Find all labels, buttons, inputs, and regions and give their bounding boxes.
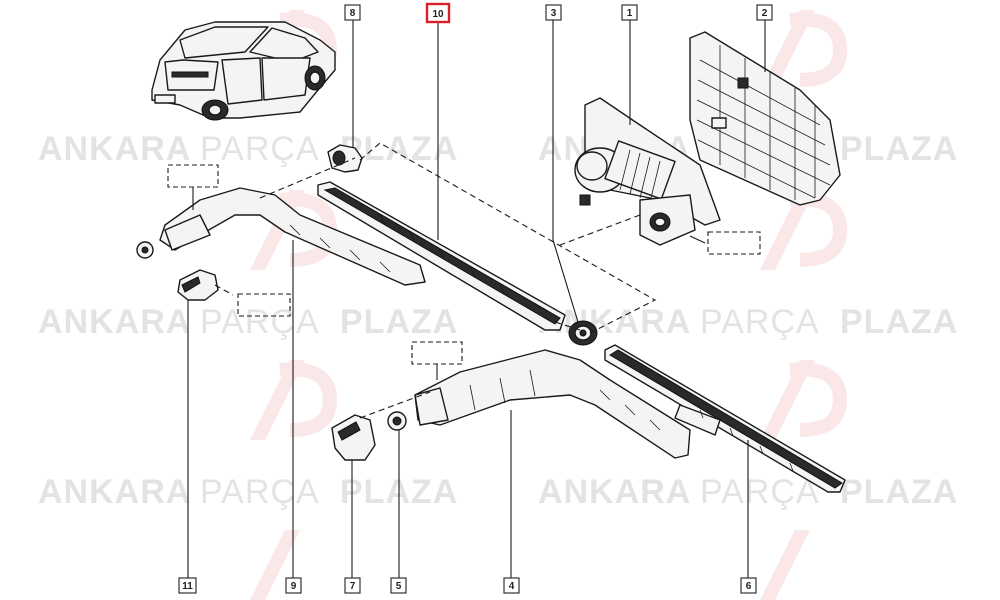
svg-text:1: 1 bbox=[627, 8, 633, 19]
reference-box bbox=[167, 164, 219, 188]
svg-text:ANKARA: ANKARA bbox=[38, 303, 191, 341]
watermark-logo bbox=[760, 10, 848, 90]
callout-11[interactable]: 11 bbox=[178, 577, 197, 594]
part-9-wiper-arm bbox=[159, 187, 426, 286]
svg-text:PLAZA: PLAZA bbox=[340, 303, 458, 341]
svg-text:2: 2 bbox=[762, 8, 768, 19]
callout-4[interactable]: 4 bbox=[503, 577, 520, 594]
svg-text:9: 9 bbox=[291, 581, 297, 592]
part-4-wiper-arm bbox=[414, 349, 691, 459]
svg-text:PARÇA: PARÇA bbox=[700, 303, 820, 341]
reference-leader bbox=[689, 235, 706, 244]
svg-text:11: 11 bbox=[182, 581, 193, 592]
svg-text:PARÇA: PARÇA bbox=[700, 473, 820, 511]
svg-text:ANKARA: ANKARA bbox=[538, 473, 691, 511]
callout-6[interactable]: 6 bbox=[740, 577, 757, 594]
part-2-trim-panel bbox=[689, 31, 841, 206]
watermark-logo bbox=[760, 530, 810, 600]
callout-9[interactable]: 9 bbox=[285, 577, 302, 594]
svg-text:PLAZA: PLAZA bbox=[840, 130, 958, 168]
svg-text:ANKARA: ANKARA bbox=[38, 130, 191, 168]
svg-text:3: 3 bbox=[551, 8, 557, 19]
watermark-logo bbox=[250, 360, 338, 440]
callout-5[interactable]: 5 bbox=[390, 577, 407, 594]
watermark-row: ANKARA PARÇA PLAZA ANKARA PARÇA PLAZA bbox=[38, 303, 958, 341]
part-10-wiper-blade bbox=[317, 181, 566, 331]
callout-2[interactable]: 2 bbox=[756, 4, 773, 21]
svg-text:6: 6 bbox=[746, 581, 752, 592]
reference-box bbox=[237, 293, 291, 317]
reference-box bbox=[707, 231, 761, 255]
svg-text:PLAZA: PLAZA bbox=[840, 303, 958, 341]
car-illustration bbox=[151, 21, 336, 121]
svg-text:8: 8 bbox=[350, 8, 356, 19]
svg-text:4: 4 bbox=[509, 581, 515, 592]
svg-text:5: 5 bbox=[396, 581, 402, 592]
svg-text:PARÇA: PARÇA bbox=[200, 473, 320, 511]
callout-7[interactable]: 7 bbox=[344, 577, 361, 594]
svg-text:ANKARA: ANKARA bbox=[38, 473, 191, 511]
callout-3[interactable]: 3 bbox=[545, 4, 562, 21]
svg-text:PARÇA: PARÇA bbox=[200, 130, 320, 168]
callout-1[interactable]: 1 bbox=[621, 4, 638, 21]
callout-leaders bbox=[187, 20, 766, 578]
reference-boxes bbox=[167, 164, 761, 380]
svg-text:PARÇA: PARÇA bbox=[200, 303, 320, 341]
svg-text:10: 10 bbox=[432, 9, 444, 20]
watermark-logo bbox=[760, 360, 848, 440]
watermark-logo bbox=[250, 530, 300, 600]
part-11-cap bbox=[177, 269, 219, 301]
reference-box bbox=[411, 341, 463, 365]
assembly-lines bbox=[214, 142, 657, 419]
watermark-row: ANKARA PARÇA PLAZA ANKARA PARÇA PLAZA bbox=[38, 473, 958, 511]
part-1-wiper-motor bbox=[574, 97, 721, 246]
part-6-wiper-blade bbox=[604, 344, 846, 493]
callout-8[interactable]: 8 bbox=[344, 4, 361, 21]
part-nut-upper bbox=[136, 241, 154, 259]
part-5-nut bbox=[387, 411, 407, 431]
part-7-cap bbox=[331, 414, 376, 461]
svg-text:7: 7 bbox=[350, 581, 356, 592]
callout-10[interactable]: 10 bbox=[425, 2, 451, 24]
part-3-grommet bbox=[568, 320, 598, 346]
svg-text:PLAZA: PLAZA bbox=[840, 473, 958, 511]
